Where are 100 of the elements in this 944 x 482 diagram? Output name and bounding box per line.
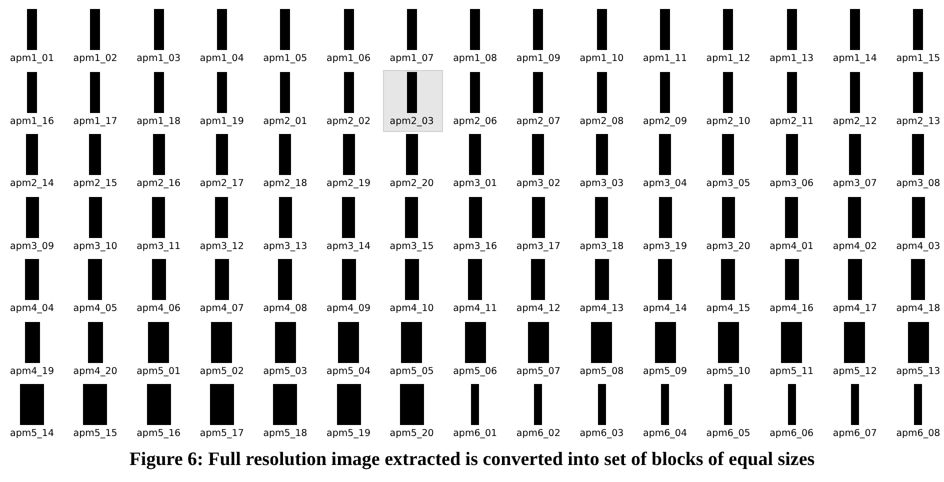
file-name: apm2_16 [136, 178, 181, 189]
file-name: apm3_02 [516, 178, 560, 189]
file-name: apm1_12 [706, 53, 750, 64]
file-name: apm2_15 [73, 178, 118, 189]
file-name: apm3_07 [832, 178, 877, 189]
file-name: apm5_18 [263, 428, 308, 439]
file-name: apm5_01 [136, 366, 181, 376]
file-name: apm6_05 [706, 428, 750, 439]
file-name: apm6_08 [896, 428, 940, 439]
file-name: apm2_09 [643, 116, 687, 126]
file-name: apm5_16 [136, 428, 181, 439]
file-name: apm4_13 [580, 303, 624, 314]
file-name: apm3_08 [896, 178, 940, 189]
file-name: apm3_16 [453, 240, 498, 252]
file-name: apm4_01 [770, 240, 814, 252]
file-name: apm1_01 [10, 53, 54, 64]
file-name: apm1_09 [516, 53, 560, 64]
file-name: apm2_02 [326, 116, 370, 126]
file-name: apm1_05 [263, 53, 308, 64]
file-name: apm6_01 [453, 428, 498, 439]
file-name: apm5_05 [390, 366, 434, 376]
file-name: apm5_10 [706, 366, 750, 376]
file-name: apm1_04 [200, 53, 244, 64]
file-name: apm3_12 [200, 240, 244, 252]
file-name: apm4_15 [706, 303, 750, 314]
file-name: apm2_07 [516, 116, 560, 126]
file-name: apm5_15 [73, 428, 118, 439]
file-name: apm3_20 [706, 240, 750, 252]
file-name: apm3_17 [516, 240, 560, 252]
file-name: apm1_18 [136, 116, 181, 126]
file-name: apm4_18 [896, 303, 940, 314]
file-name: apm2_08 [580, 116, 624, 126]
file-name: apm2_20 [390, 178, 434, 189]
file-name: apm4_19 [10, 366, 54, 376]
file-name: apm3_01 [453, 178, 498, 189]
file-name: apm4_04 [10, 303, 54, 314]
file-name: apm4_05 [73, 303, 118, 314]
file-name: apm2_19 [326, 178, 370, 189]
file-name: apm1_19 [200, 116, 244, 126]
file-name: apm4_14 [643, 303, 687, 314]
file-name: apm2_06 [453, 116, 498, 126]
file-name: apm6_02 [516, 428, 560, 439]
file-name: apm3_03 [580, 178, 624, 189]
file-name: apm3_13 [263, 240, 308, 252]
file-name: apm2_17 [200, 178, 244, 189]
file-name: apm5_03 [263, 366, 308, 376]
file-name: apm2_01 [263, 116, 308, 126]
file-name: apm3_10 [73, 240, 118, 252]
file-name: apm4_20 [73, 366, 118, 376]
file-name: apm5_13 [896, 366, 940, 376]
file-name: apm1_17 [73, 116, 118, 126]
file-name: apm3_04 [643, 178, 687, 189]
file-name: apm6_04 [643, 428, 687, 439]
file-name: apm3_05 [706, 178, 750, 189]
file-name: apm3_15 [390, 240, 434, 252]
file-name: apm1_15 [896, 53, 940, 64]
file-name: apm1_07 [390, 53, 434, 64]
file-name: apm4_12 [516, 303, 560, 314]
file-name: apm5_07 [516, 366, 560, 376]
file-name: apm2_03 [390, 116, 434, 126]
file-name: apm4_09 [326, 303, 370, 314]
file-name: apm1_13 [770, 53, 814, 64]
file-name: apm1_06 [326, 53, 370, 64]
file-name: apm5_12 [832, 366, 877, 376]
file-name: apm6_03 [580, 428, 624, 439]
file-name: apm1_10 [580, 53, 624, 64]
file-name: apm4_08 [263, 303, 308, 314]
file-name: apm2_12 [832, 116, 877, 126]
file-name: apm6_07 [832, 428, 877, 439]
file-name: apm3_11 [136, 240, 181, 252]
file-name: apm1_02 [73, 53, 118, 64]
file-name: apm3_09 [10, 240, 54, 252]
file-name: apm5_11 [770, 366, 814, 376]
file-name: apm5_20 [390, 428, 434, 439]
file-name: apm5_14 [10, 428, 54, 439]
file-name: apm2_11 [770, 116, 814, 126]
file-name: apm6_06 [770, 428, 814, 439]
file-name: apm3_06 [770, 178, 814, 189]
file-name: apm2_18 [263, 178, 308, 189]
file-name: apm4_02 [832, 240, 877, 252]
file-name: apm5_19 [326, 428, 370, 439]
file-name: apm5_09 [643, 366, 687, 376]
figure-caption: Figure 6: Full resolution image extracted is converted into set of blocks of equal sizes [128, 449, 816, 471]
file-name: apm1_08 [453, 53, 498, 64]
file-name: apm1_16 [10, 116, 54, 126]
file-name: apm3_14 [326, 240, 370, 252]
file-name: apm5_02 [200, 366, 244, 376]
file-name: apm2_13 [896, 116, 940, 126]
file-name: apm5_06 [453, 366, 498, 376]
file-name: apm1_03 [136, 53, 181, 64]
file-name: apm4_07 [200, 303, 244, 314]
file-name: apm4_16 [770, 303, 814, 314]
file-name: apm5_17 [200, 428, 244, 439]
file-name: apm3_18 [580, 240, 624, 252]
file-name: apm2_14 [10, 178, 54, 189]
file-name: apm4_03 [896, 240, 940, 252]
file-name: apm4_17 [832, 303, 877, 314]
file-name: apm5_08 [580, 366, 624, 376]
file-name: apm4_06 [136, 303, 181, 314]
file-name: apm1_14 [832, 53, 877, 64]
